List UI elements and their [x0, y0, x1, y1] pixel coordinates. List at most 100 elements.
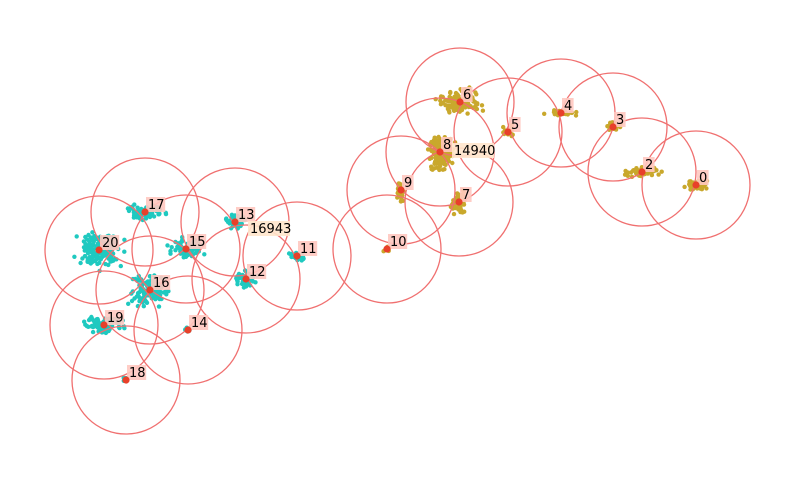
- scatter-point: [82, 319, 87, 324]
- scatter-point: [108, 259, 113, 264]
- scatter-point: [235, 282, 240, 287]
- scatter-point: [250, 279, 256, 284]
- node-14-label-bg: [189, 315, 209, 330]
- node-center-5: [504, 128, 512, 136]
- node-11-label-bg: [298, 241, 318, 256]
- scatter-point: [97, 260, 102, 266]
- node-13-label-bg: [236, 207, 256, 222]
- node-19-label-bg: [105, 310, 125, 325]
- node-3-label-bg: [614, 112, 626, 127]
- node-center-11: [293, 252, 301, 260]
- extra-16943-label: 16943: [250, 222, 291, 237]
- scatter-point: [439, 157, 445, 162]
- node-17-label: 17: [148, 198, 165, 213]
- scatter-point: [173, 248, 178, 253]
- scatter-point: [574, 109, 579, 115]
- scatter-point: [625, 170, 630, 175]
- node-center-0: [692, 181, 700, 189]
- node-2-label-bg: [643, 157, 655, 172]
- node-11-label: 11: [300, 242, 317, 257]
- scatter-point: [501, 124, 506, 130]
- scatter-point: [436, 134, 441, 140]
- scatter-point: [699, 187, 705, 192]
- scatter-point: [194, 249, 199, 254]
- radius-circle-3: [558, 72, 668, 182]
- node-0-label-bg: [697, 170, 709, 185]
- scatter-point: [440, 100, 445, 106]
- node-center-4: [557, 109, 565, 117]
- scatter-point: [122, 249, 127, 254]
- node-15-label-bg: [187, 234, 207, 249]
- node-6-label: 6: [463, 88, 471, 103]
- scatter-point: [138, 297, 143, 302]
- radius-circle-18: [71, 325, 181, 435]
- radius-circle-0: [641, 130, 751, 240]
- scatter-point: [89, 238, 94, 243]
- scatter-point: [82, 253, 88, 259]
- node-center-2: [638, 168, 646, 176]
- scatter-point: [656, 172, 661, 177]
- scatter-point: [129, 298, 135, 304]
- scatter-point: [85, 248, 91, 253]
- scatter-point: [72, 254, 77, 259]
- scatter-point: [157, 211, 162, 216]
- scatter-point: [682, 184, 687, 190]
- node-19-label: 19: [107, 311, 124, 326]
- scatter-point: [145, 279, 151, 284]
- scatter-point: [126, 208, 132, 214]
- scatter-point: [152, 293, 157, 298]
- node-center-12: [242, 275, 250, 283]
- node-2-label: 2: [645, 158, 653, 173]
- scatter-point: [90, 329, 96, 335]
- node-0-label: 0: [699, 171, 707, 186]
- node-center-8: [436, 148, 444, 156]
- scatter-point: [185, 252, 190, 258]
- node-labels-layer: 0234567891011121314151617181920149401694…: [95, 87, 709, 384]
- scatter-point: [465, 111, 470, 116]
- node-center-14: [184, 326, 192, 334]
- node-18-label-bg: [127, 365, 147, 380]
- scatter-point: [156, 304, 162, 309]
- scatter-point: [89, 317, 94, 322]
- scatter-point: [452, 104, 457, 109]
- scatter-point: [474, 106, 480, 112]
- scatter-point: [83, 234, 88, 240]
- scatter-point: [87, 242, 92, 247]
- radius-circle-11: [242, 201, 352, 311]
- scatter-point: [438, 160, 443, 166]
- radius-circle-10: [332, 194, 442, 304]
- node-9-label: 9: [404, 176, 412, 191]
- scatter-point: [456, 192, 461, 197]
- radius-circle-14: [133, 275, 243, 385]
- node-center-7: [455, 198, 463, 206]
- node-13-label: 13: [238, 208, 255, 223]
- scatter-point: [432, 160, 438, 165]
- node-18-label: 18: [129, 366, 146, 381]
- scatter-point: [704, 186, 709, 191]
- scatter-point: [689, 184, 694, 189]
- extra-14940-label-bg: [452, 143, 494, 158]
- scatter-point: [444, 98, 449, 103]
- scatter-point: [446, 108, 452, 114]
- scatter-point: [425, 147, 431, 152]
- node-center-3: [609, 123, 617, 131]
- scatter-point: [100, 253, 106, 258]
- scatter-point: [202, 252, 207, 257]
- scatter-point: [92, 251, 97, 256]
- scatter-point: [103, 261, 108, 267]
- node-10-label-bg: [388, 234, 408, 249]
- scatter-point: [151, 214, 157, 219]
- scatter-point: [89, 246, 94, 251]
- node-4-label: 4: [564, 99, 572, 114]
- node-20-label: 20: [102, 236, 119, 251]
- radius-circle-17: [90, 157, 200, 267]
- scatter-point: [479, 103, 485, 108]
- scatter-point: [90, 230, 95, 235]
- scatter-point: [163, 289, 168, 294]
- node-15-label: 15: [189, 235, 206, 250]
- scatter-point: [169, 245, 174, 250]
- node-6-label-bg: [461, 87, 473, 102]
- scatter-point: [551, 109, 557, 115]
- scatter-point: [573, 113, 579, 118]
